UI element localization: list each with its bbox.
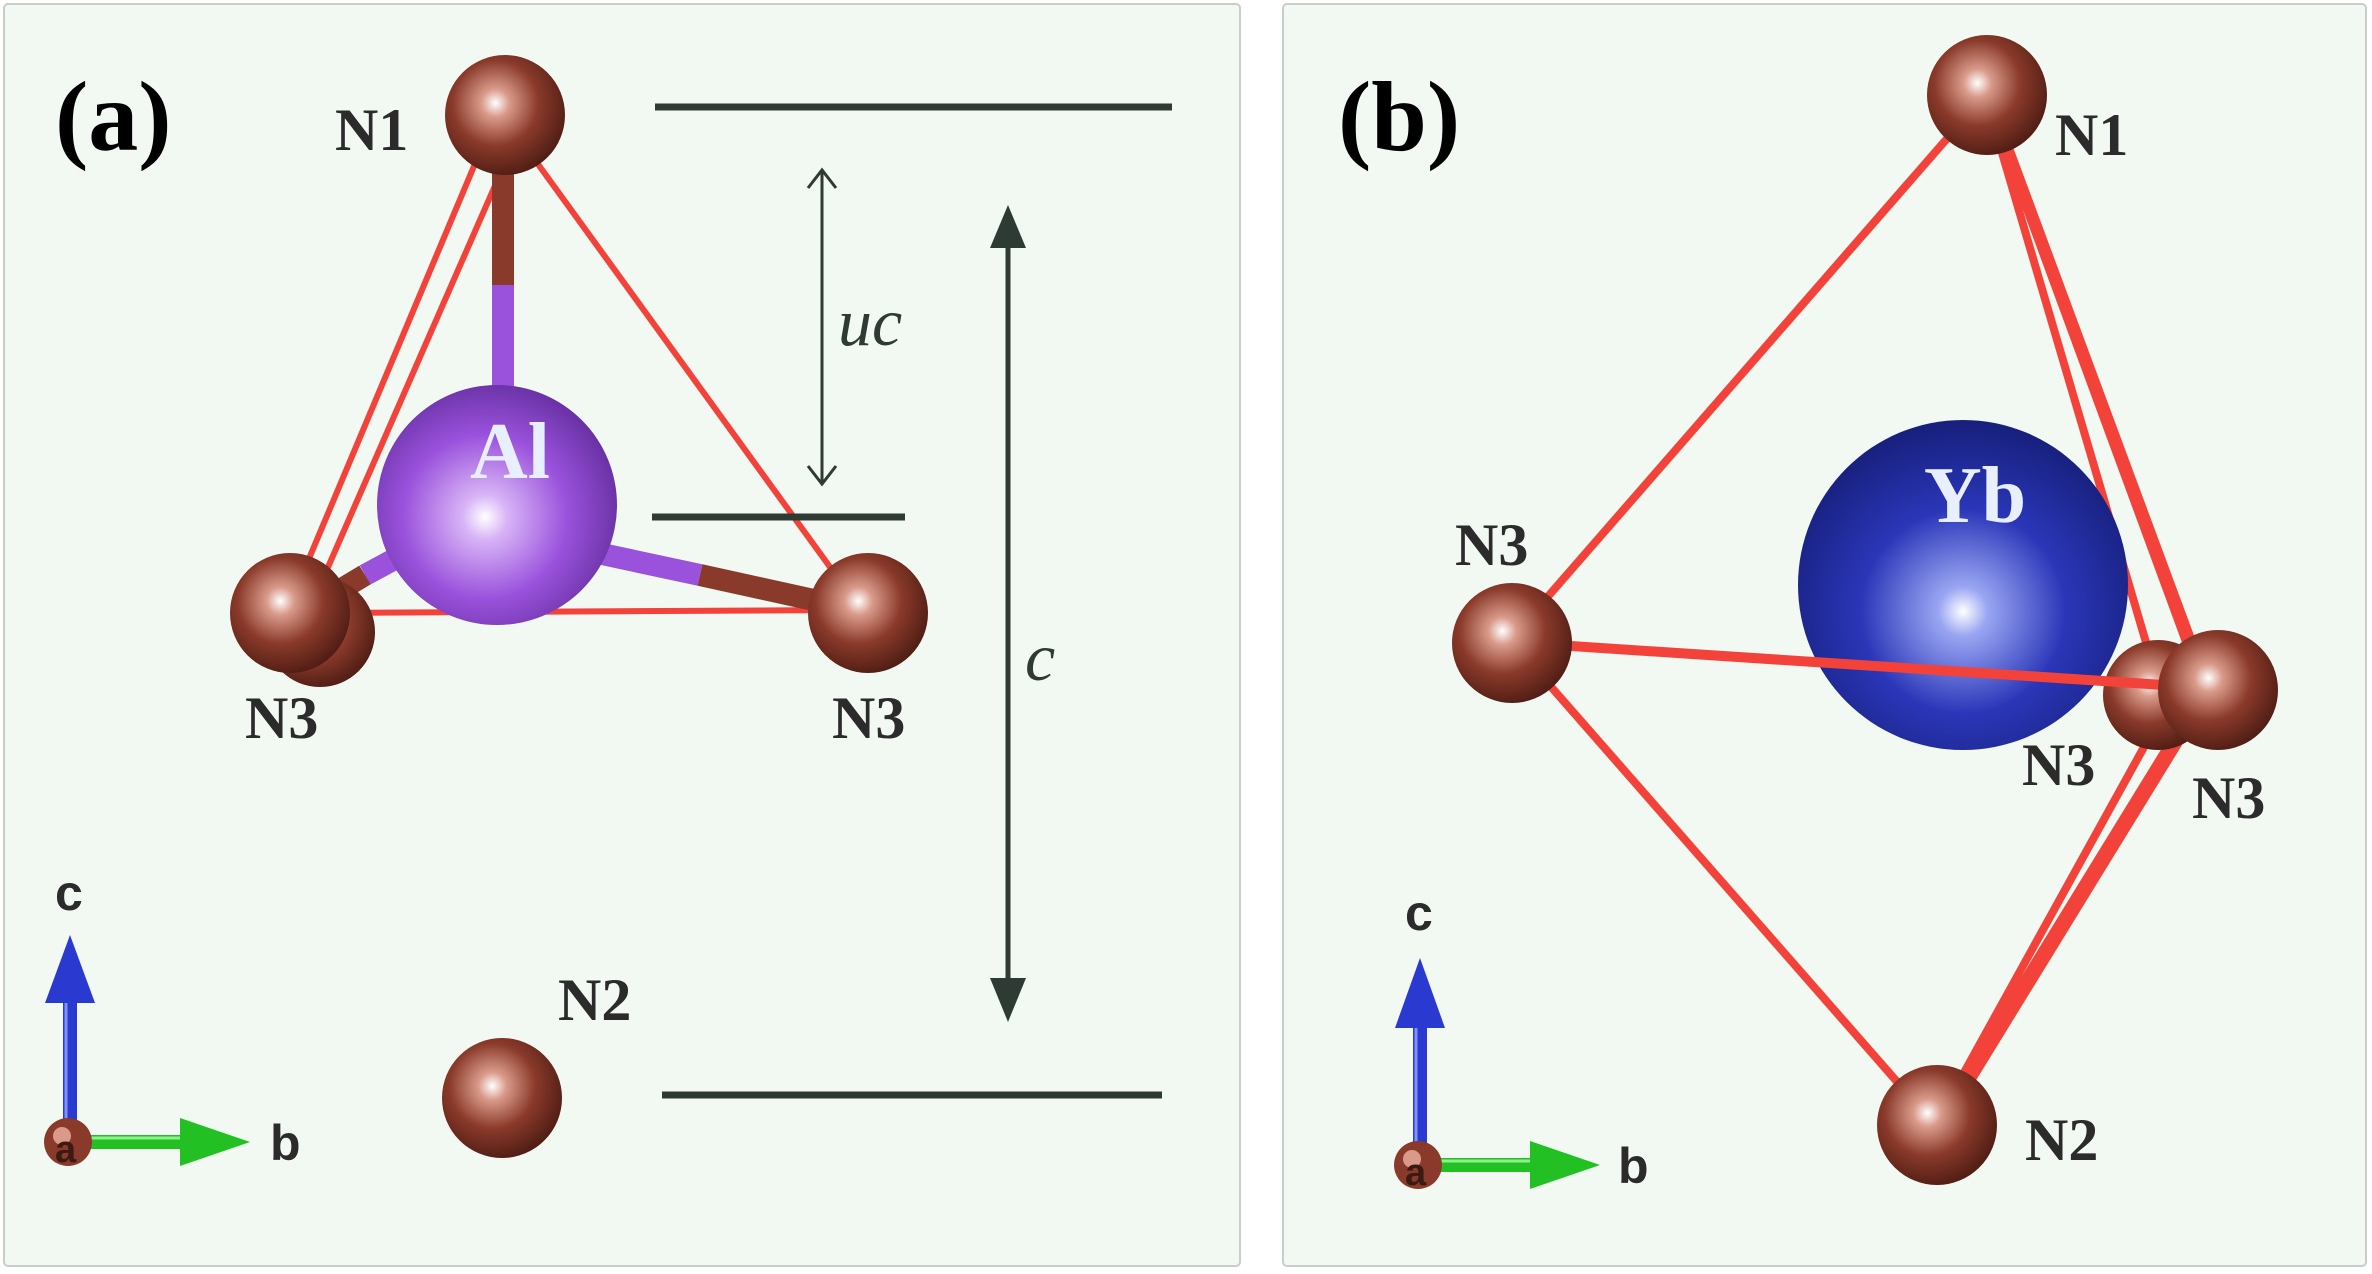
dimension-lines: [652, 103, 1172, 1099]
axis-a-label-b: a: [1405, 1152, 1427, 1194]
axis-b-label: b: [270, 1115, 301, 1171]
nitrogen-atom-n1-b: [1927, 35, 2047, 155]
axis-c-label-b: c: [1405, 885, 1433, 941]
panel-a: (a) Al N1 N3 N3 N2: [3, 3, 1241, 1267]
nitrogen-atom-n3-left-b: [1452, 583, 1572, 703]
nitrogen-atom-n3-left: [230, 553, 350, 673]
panel-a-background: [3, 3, 1241, 1267]
nitrogen-atom-n3-right-b: [2158, 630, 2278, 750]
panel-b-label: (b): [1338, 61, 1460, 172]
label-n3-front-b: N3: [2192, 765, 2265, 831]
c-label: c: [1025, 619, 1055, 695]
axis-indicator-b: c b a: [1394, 885, 1649, 1194]
uc-label: uc: [838, 284, 902, 360]
nitrogen-atom-n2: [442, 1038, 562, 1158]
label-n2: N2: [558, 967, 631, 1033]
uc-arrow: [806, 167, 838, 487]
nitrogen-atom-n2-b: [1877, 1065, 1997, 1185]
panel-a-label: (a): [55, 61, 172, 172]
label-n1: N1: [335, 97, 408, 163]
aluminum-atom: [377, 385, 617, 625]
yb-label: Yb: [1924, 452, 2026, 540]
octahedron-edges: [1506, 92, 2214, 1128]
label-n3-back-b: N3: [2022, 732, 2095, 798]
axis-a-label: a: [55, 1129, 77, 1171]
axis-c-label: c: [55, 865, 83, 921]
axis-indicator-a: c b a: [44, 865, 301, 1171]
label-n3-left: N3: [245, 685, 318, 751]
panel-b: (b) Yb N1 N3 N3 N3 N2: [1282, 3, 2367, 1267]
nitrogen-atom-n3-right: [808, 553, 928, 673]
equatorial-edge: [1509, 637, 2211, 693]
label-n1-b: N1: [2055, 102, 2128, 168]
nitrogen-atom-n1: [445, 55, 565, 175]
label-n2-b: N2: [2025, 1107, 2098, 1173]
axis-b-label-b: b: [1618, 1138, 1649, 1194]
c-arrow: [990, 205, 1026, 1022]
al-label: Al: [470, 408, 550, 496]
label-n3-right: N3: [832, 685, 905, 751]
label-n3-left-b: N3: [1455, 512, 1528, 578]
